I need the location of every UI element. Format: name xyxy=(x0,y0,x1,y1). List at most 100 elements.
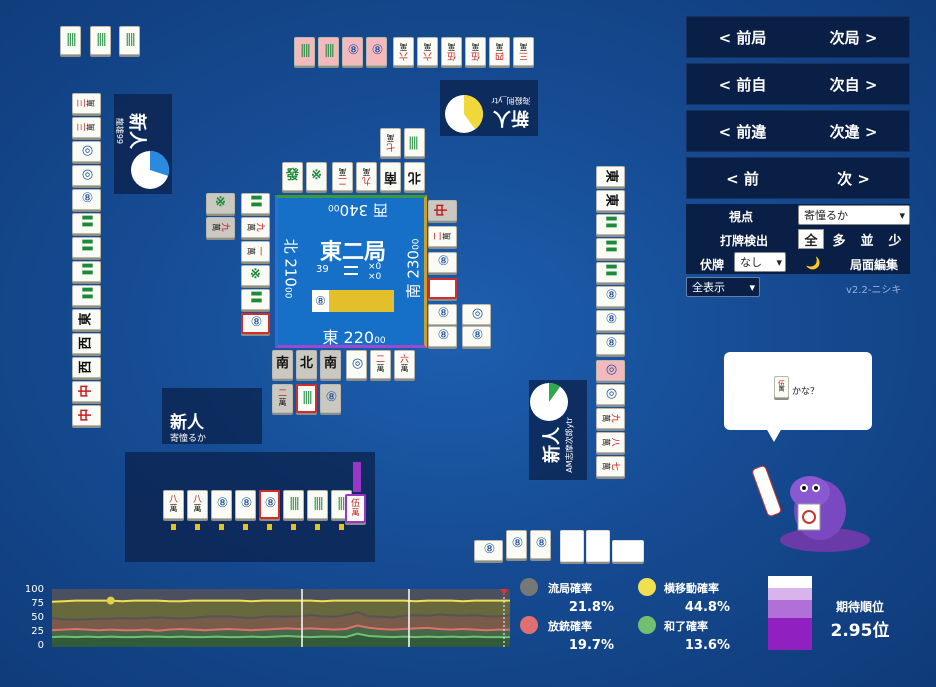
viewpoint-select[interactable]: 寄憧るか▾ xyxy=(798,205,910,225)
bubble-tail xyxy=(766,428,782,442)
hand-tile[interactable]: ⑧ xyxy=(235,490,256,519)
next-button[interactable]: 次 > xyxy=(837,169,870,188)
current-position-marker xyxy=(500,589,508,595)
self-name: 寄憧るか xyxy=(170,434,207,444)
north-score: 北 210 xyxy=(281,238,300,287)
discard-option-3[interactable]: 少 xyxy=(882,229,908,249)
meld-tile: ‖‖ xyxy=(60,26,81,55)
nav-round-row: < 前局 次局 > xyxy=(686,16,910,58)
left-name: 龍雄99 xyxy=(115,117,124,145)
prev-diff-button[interactable]: < 前違 xyxy=(718,122,767,141)
hand-tile[interactable]: ⑧ xyxy=(259,490,280,519)
top-rank: 新人 xyxy=(493,107,529,128)
ryukyoku-label: 流局確率 xyxy=(548,582,592,595)
bubble-tile: 伍萬 xyxy=(774,376,789,398)
discard-option-1[interactable]: 多 xyxy=(826,229,852,249)
right-player-hand: 東 東 〓 〓 〓 ⑧ ⑧ ⑧ ◎ ◎ 九萬 八萬 七萬 xyxy=(596,166,630,486)
right-rank: 新人 xyxy=(542,427,563,463)
graph-axis: 100 75 50 25 0 xyxy=(24,584,44,651)
display-select[interactable]: 全表示▾ xyxy=(686,277,760,297)
hand-tile[interactable]: 八萬 xyxy=(187,490,208,519)
left-win-pie xyxy=(131,151,169,189)
chevron-down-icon: ▾ xyxy=(776,255,782,269)
graph-cursor-dot xyxy=(106,596,115,605)
left-player-card: 新人 龍雄99 xyxy=(114,94,172,194)
next-diff-button[interactable]: 次違 > xyxy=(829,122,878,141)
nav-step-row: < 前 次 > xyxy=(686,157,910,199)
center-panel: 西 34000 北 21000 南 23000 東二局 39 ×0 ×0 ⑧ 東… xyxy=(275,195,427,348)
series-line-3 xyxy=(52,632,510,639)
houju-dot xyxy=(520,616,538,634)
chevron-down-icon: ▾ xyxy=(899,208,905,222)
speech-bubble: 伍萬 かな？ xyxy=(724,352,872,430)
hand-tile[interactable]: ‖‖ xyxy=(283,490,304,519)
drawn-tile[interactable]: 伍萬 xyxy=(345,494,366,523)
next-self-button[interactable]: 次自 > xyxy=(829,75,878,94)
next-round-button[interactable]: 次局 > xyxy=(829,28,878,47)
hora-label: 和了確率 xyxy=(664,620,708,633)
prev-round-button[interactable]: < 前局 xyxy=(718,28,767,47)
hand-tile[interactable]: ⑧ xyxy=(211,490,232,519)
moon-icon[interactable]: 🌙 xyxy=(805,256,821,270)
discard-option-0[interactable]: 全 xyxy=(798,229,824,249)
stick-icon xyxy=(344,266,358,275)
prev-button[interactable]: < 前 xyxy=(726,169,759,188)
board-edit-button[interactable]: 局面編集 xyxy=(849,258,898,272)
hand-tile[interactable]: 八萬 xyxy=(163,490,184,519)
top-player-hand: ‖‖ ‖‖ ⑧ ⑧ 六萬 六萬 伍萬 伍萬 四萬 三萬 xyxy=(294,37,540,69)
east-score: 東 22000 xyxy=(322,328,386,347)
south-score: 南 230 xyxy=(404,250,423,299)
left-hand-tile: 中 xyxy=(72,381,101,402)
honba-sticks: ×0 xyxy=(368,272,382,282)
discard-option-2[interactable]: 並 xyxy=(854,229,880,249)
viewpoint-label: 視点 xyxy=(728,210,753,224)
dora-indicator: ⑧ xyxy=(312,290,394,312)
hidden-select[interactable]: なし▾ xyxy=(734,252,786,272)
honba-count: 39 xyxy=(316,264,329,275)
rank-value: 2.95位 xyxy=(830,621,890,641)
chevron-down-icon: ▾ xyxy=(749,280,755,294)
hora-dot xyxy=(638,616,656,634)
top-discards: 七萬 ‖‖ 發 ※ 二萬 九萬 南 北 xyxy=(282,128,432,194)
series-line-2 xyxy=(52,624,510,632)
hora-value: 13.6% xyxy=(684,638,730,653)
meld-tile: ‖‖ xyxy=(90,26,111,55)
left-player-hand: 三萬 三萬 ◎ ◎ ⑧ 〓 〓 〓 〓 東 西 西 西 中 xyxy=(72,93,106,426)
right-player-card: 新人 AM志摩次郎ytr xyxy=(529,380,587,480)
nav-diff-row: < 前違 次違 > xyxy=(686,110,910,152)
hand-marker xyxy=(243,524,248,530)
series-line-0 xyxy=(52,599,510,603)
hand-marker xyxy=(219,524,224,530)
self-discards: 南 北 南 ◎ 二萬 六萬 二萬 ‖‖ ⑧ xyxy=(272,350,424,420)
right-win-pie xyxy=(530,383,568,421)
rank-bars xyxy=(768,576,812,650)
top-win-pie xyxy=(445,95,484,133)
houju-value: 19.7% xyxy=(568,638,614,653)
round-title: 東二局 xyxy=(319,240,386,265)
hand-tile[interactable]: ‖‖ xyxy=(307,490,328,519)
riichi-count: ×0 xyxy=(368,262,382,272)
ryukyoku-value: 21.8% xyxy=(568,600,614,615)
top-left-meld: ‖‖ ‖‖ ‖‖ xyxy=(60,26,142,56)
draw-marker xyxy=(353,462,361,492)
hand-marker xyxy=(267,524,272,530)
discard-detect-label: 打牌検出 xyxy=(719,234,768,248)
top-name: 海殺則_ytr xyxy=(491,96,531,105)
right-discards: 中 二萬 ⑧ ⑧ ◎ ⑧ ⑧ xyxy=(428,200,498,350)
top-player-card: 新人 海殺則_ytr xyxy=(440,80,538,136)
hand-marker xyxy=(171,524,176,530)
self-player-card: 新人 寄憧るか xyxy=(162,388,262,444)
hand-marker xyxy=(315,524,320,530)
prev-self-button[interactable]: < 前自 xyxy=(718,75,767,94)
houju-label: 放銃確率 xyxy=(548,620,592,633)
west-score: 西 340 xyxy=(339,201,388,219)
probability-graph[interactable] xyxy=(52,589,510,647)
version-text: v2.2-ニシキ xyxy=(846,285,902,296)
hand-marker xyxy=(195,524,200,530)
self-meld: ⑧ ⑧ ⑧ xyxy=(474,530,644,564)
rank-label: 期待順位 xyxy=(835,600,884,614)
yoko-label: 横移動確率 xyxy=(664,582,719,595)
left-discards: ※ 〓 九萬 九萬 一萬 ※ 〓 ⑧ xyxy=(206,193,276,343)
